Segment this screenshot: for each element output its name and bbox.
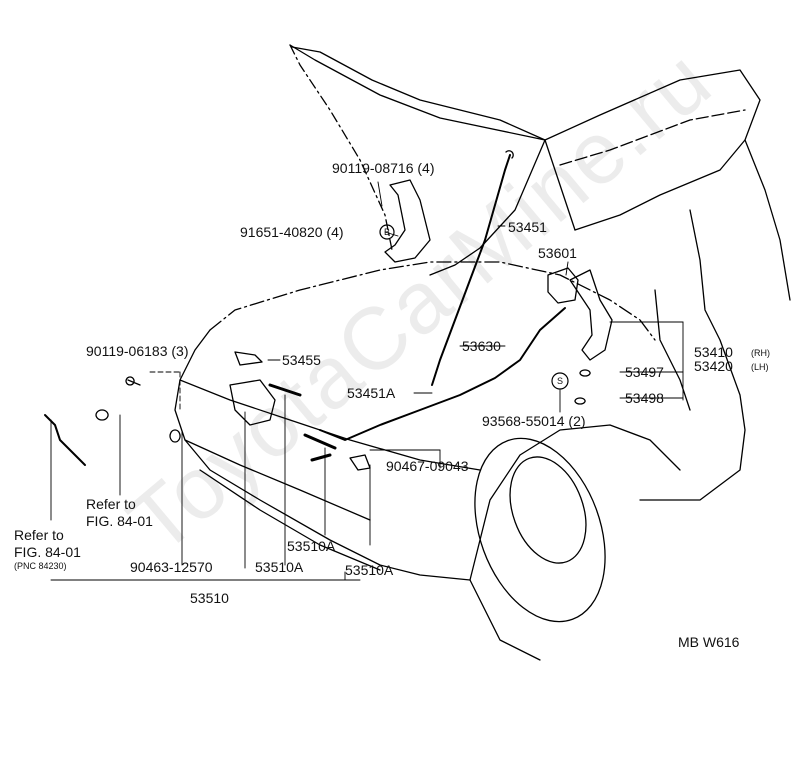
label-53510a-3: 53510A [345, 562, 394, 578]
refer-b-line2: FIG. 84-01 [14, 544, 81, 560]
label-53601: 53601 [538, 245, 577, 261]
hood-lock-53601 [547, 267, 579, 304]
hood-hinge-left [384, 179, 431, 263]
label-93568-55014: 93568-55014 (2) [482, 413, 586, 429]
label-53497: 53497 [625, 364, 664, 380]
label-90463-12570: 90463-12570 [130, 559, 213, 575]
hood-hinge-right [569, 269, 613, 361]
release-cable [319, 307, 566, 441]
body-front [209, 261, 656, 341]
bracket-90467 [349, 454, 371, 471]
hood-latch [229, 379, 276, 426]
label-90467-09043: 90467-09043 [386, 458, 469, 474]
hood-outline-dash [289, 44, 393, 251]
label-53410-side: (RH) [751, 348, 770, 358]
label-53510: 53510 [190, 590, 229, 606]
stay-90463 [169, 429, 181, 443]
badge-s-letter: S [557, 376, 564, 386]
label-53451a: 53451A [347, 385, 396, 401]
cable-end-left [44, 414, 86, 466]
label-53630: 53630 [462, 338, 501, 354]
cushion-53498 [574, 397, 586, 405]
front-wheel [474, 437, 606, 623]
label-90119-08716: 90119-08716 (4) [332, 160, 435, 176]
label-53510a-1: 53510A [287, 538, 336, 554]
badge-b-letter: B [384, 227, 391, 237]
spring-53510A [303, 433, 337, 462]
refer-a-line1: Refer to [86, 496, 136, 512]
label-53451: 53451 [508, 219, 547, 235]
wheel-arch [469, 424, 681, 581]
label-91651-40820: 91651-40820 (4) [240, 224, 344, 240]
badge-s-circle [551, 372, 569, 390]
refer-a-line2: FIG. 84-01 [86, 513, 153, 529]
windshield [544, 69, 761, 231]
label-53455: 53455 [282, 352, 321, 368]
bolt-90119-06183 [125, 376, 141, 386]
label-53420-side: (LH) [751, 362, 769, 372]
label-53410: 53410 [694, 344, 733, 360]
label-53420: 53420 [694, 358, 733, 374]
clip-53455 [234, 351, 263, 366]
badge-b-circle [379, 224, 395, 240]
diagram-code: MB W616 [678, 634, 740, 650]
refer-b-line1: Refer to [14, 527, 64, 543]
refer-b-line3: (PNC 84230) [14, 561, 67, 571]
hood-support-rod [431, 154, 511, 386]
label-90119-06183: 90119-06183 (3) [86, 343, 189, 359]
fender-outline [744, 139, 791, 301]
label-53498: 53498 [625, 390, 664, 406]
label-53510a-2: 53510A [255, 559, 304, 575]
cushion-53497 [579, 369, 591, 377]
